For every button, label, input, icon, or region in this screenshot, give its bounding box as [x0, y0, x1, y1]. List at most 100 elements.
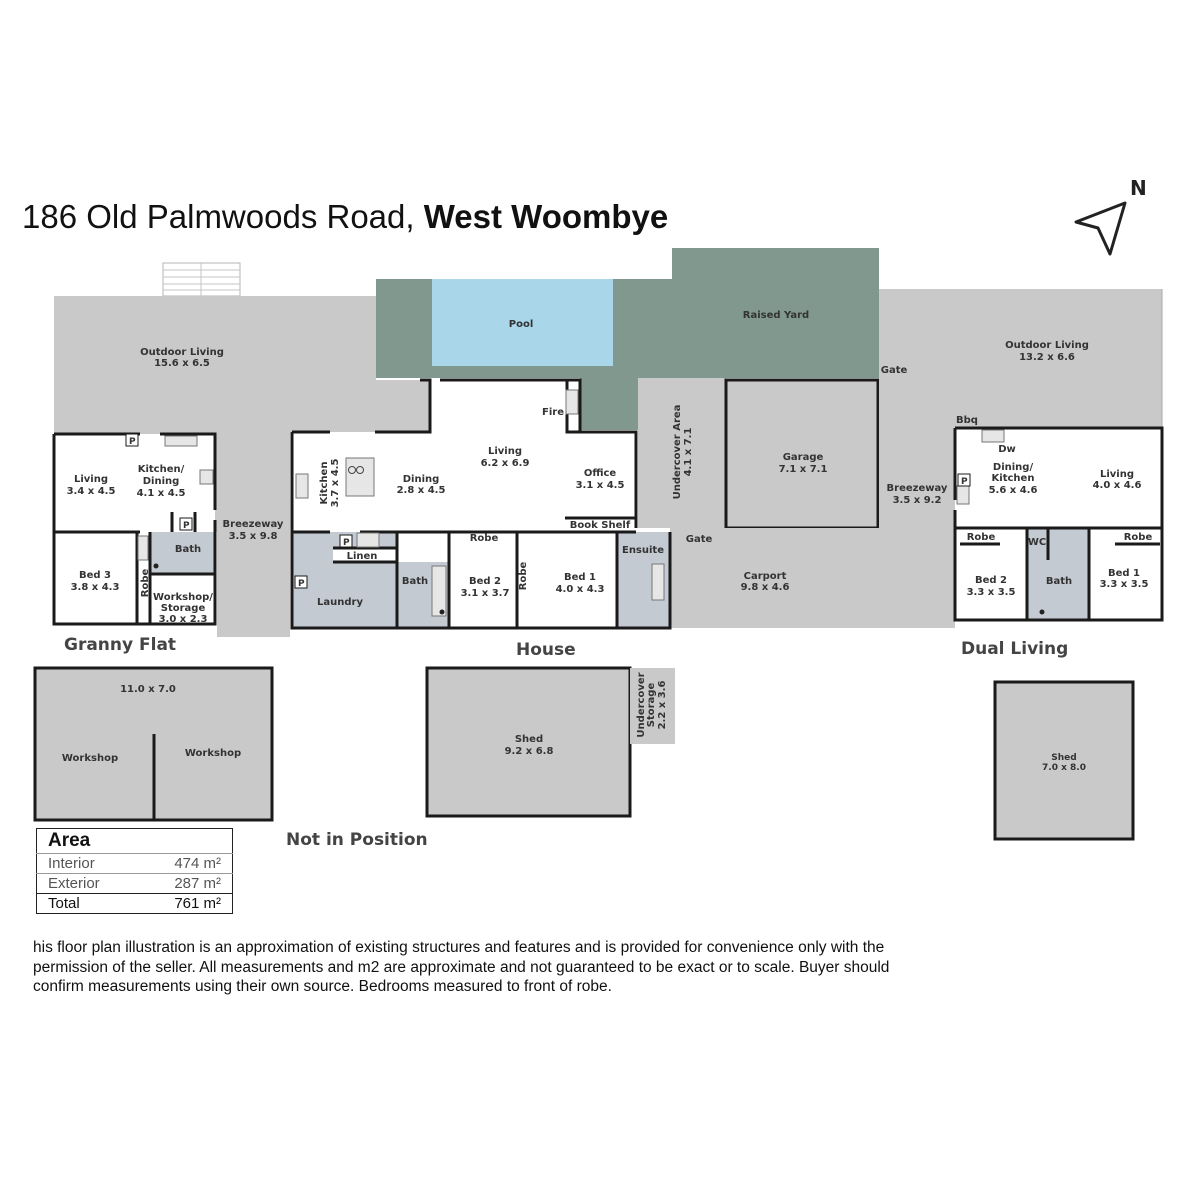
dl-dining-dim: 5.6 x 4.6 [989, 485, 1038, 496]
dl-outdoor-name: Outdoor Living [1005, 340, 1089, 351]
gf-robe-name: Robe [140, 569, 151, 598]
gf-kitchen-dim: 4.1 x 4.5 [137, 488, 186, 499]
h-bed2-dim: 3.1 x 3.7 [461, 588, 510, 599]
dl-outdoor-living [879, 289, 1162, 628]
uc-storage-name2: Storage [646, 683, 657, 728]
compass-label: N [1130, 176, 1147, 200]
house: P P [290, 378, 672, 630]
h-robe-top-name: Robe [470, 533, 499, 544]
dl-bbq-name: Bbq [956, 415, 978, 426]
area-heading: Area [48, 830, 91, 851]
h-bed1-name: Bed 1 [564, 572, 596, 583]
h-office-dim: 3.1 x 4.5 [576, 480, 625, 491]
carport-name: Carport [744, 571, 787, 582]
ws-dim: 11.0 x 7.0 [120, 684, 176, 695]
area-value: 287 m² [137, 873, 233, 894]
gate-right-name: Gate [881, 365, 908, 376]
undercover-area [638, 378, 726, 528]
shed-mid [425, 666, 632, 818]
dl-wc-name: WC [1028, 537, 1046, 548]
dl-bed2-dim: 3.3 x 3.5 [967, 587, 1016, 598]
gf-bed3-name: Bed 3 [79, 570, 111, 581]
dl-bed2-name: Bed 2 [975, 575, 1007, 586]
gf-bath-name: Bath [175, 544, 201, 555]
dl-dw-name: Dw [998, 444, 1016, 455]
area-row-total: Total 761 m² [36, 893, 233, 914]
h-bed2-name: Bed 2 [469, 576, 501, 587]
address: 186 Old Palmwoods Road, [22, 198, 415, 235]
h-living-name: Living [488, 446, 522, 457]
shed-mid-dim: 9.2 x 6.8 [505, 746, 554, 757]
outbuildings [33, 666, 1135, 841]
garage-name: Garage [783, 452, 824, 463]
gf-workshop-floor [150, 576, 215, 624]
gf-pantry-1: P [129, 437, 136, 447]
gf-kitchen-name1: Kitchen/ [138, 464, 185, 475]
area-label: Interior [36, 853, 138, 874]
gf-workshop-dim: 3.0 x 2.3 [159, 614, 208, 625]
h-office-name: Office [584, 468, 617, 479]
raised-yard [672, 248, 879, 378]
gf-bed3-dim: 3.8 x 4.3 [71, 582, 120, 593]
shed-right [993, 680, 1135, 841]
dl-robe-left-name: Robe [967, 532, 996, 543]
breezeway-right-dim: 3.5 x 9.2 [893, 495, 942, 506]
disclaimer: his floor plan illustration is an approx… [33, 939, 890, 995]
dl-outdoor-dim: 13.2 x 6.6 [1019, 352, 1075, 363]
dl-bed1-name: Bed 1 [1108, 568, 1140, 579]
undercover-storage [630, 668, 675, 744]
dual-living: P [953, 426, 1164, 622]
gf-pantry-2: P [183, 521, 190, 531]
area-table: Area Interior 474 m² Exterior 287 m² Tot… [36, 828, 233, 914]
north-arrow-icon [1074, 201, 1127, 256]
fire-name: Fire [542, 407, 564, 418]
dl-dining-name2: Kitchen [992, 473, 1035, 484]
pool-name: Pool [509, 319, 534, 330]
granny-flat: P P [52, 432, 217, 626]
area-row-exterior: Exterior 287 m² [36, 873, 233, 894]
label-granny-flat: Granny Flat [64, 635, 176, 655]
undercover-area-dim: 4.1 x 7.1 [683, 428, 694, 477]
label-not-in-position: Not in Position [286, 830, 428, 850]
garage [724, 378, 880, 530]
ws-right-name: Workshop [185, 748, 241, 759]
h-pantry-2: P [298, 579, 305, 589]
dl-bath-name: Bath [1046, 576, 1072, 587]
h-living-dim: 6.2 x 6.9 [481, 458, 530, 469]
h-bed1-dim: 4.0 x 4.3 [556, 584, 605, 595]
label-house: House [516, 640, 576, 660]
h-robe-side-name: Robe [518, 562, 529, 591]
h-linen-name: Linen [347, 551, 378, 562]
breezeway-left-dim: 3.5 x 9.8 [229, 531, 278, 542]
shed-right-name: Shed [1051, 753, 1076, 763]
gf-bath-floor [150, 532, 215, 574]
gf-outdoor-living [54, 296, 430, 637]
area-label: Total [36, 893, 138, 914]
suburb: West Woombye [423, 198, 669, 235]
garage-dim: 7.1 x 7.1 [779, 464, 828, 475]
label-dual-living: Dual Living [961, 639, 1068, 659]
undercover-area-name: Undercover Area [672, 405, 683, 500]
gf-outdoor-dim: 15.6 x 6.5 [154, 358, 210, 369]
h-kitchen-name: Kitchen [319, 462, 330, 505]
h-dining-name: Dining [403, 474, 440, 485]
dl-wetarea [1027, 528, 1089, 620]
dl-dining-name1: Dining/ [993, 462, 1034, 473]
h-dining-dim: 2.8 x 4.5 [397, 485, 446, 496]
carport-dim: 9.8 x 4.6 [741, 582, 790, 593]
raised-yard-name: Raised Yard [743, 310, 809, 321]
h-laundry-name: Laundry [317, 597, 363, 608]
area-row-interior: Interior 474 m² [36, 853, 233, 874]
dl-pantry: P [961, 477, 968, 487]
dl-living-name: Living [1100, 469, 1134, 480]
gf-outdoor-name: Outdoor Living [140, 347, 224, 358]
gf-workshop-name1: Workshop/ [153, 592, 213, 603]
h-pantry-1: P [343, 538, 350, 548]
gate-left-name: Gate [686, 534, 713, 545]
h-kitchen-dim: 3.7 x 4.5 [330, 459, 341, 508]
shed-mid-name: Shed [515, 734, 543, 745]
area-value: 474 m² [137, 853, 233, 874]
compass: N [1074, 176, 1147, 256]
gf-living-dim: 3.4 x 4.5 [67, 486, 116, 497]
